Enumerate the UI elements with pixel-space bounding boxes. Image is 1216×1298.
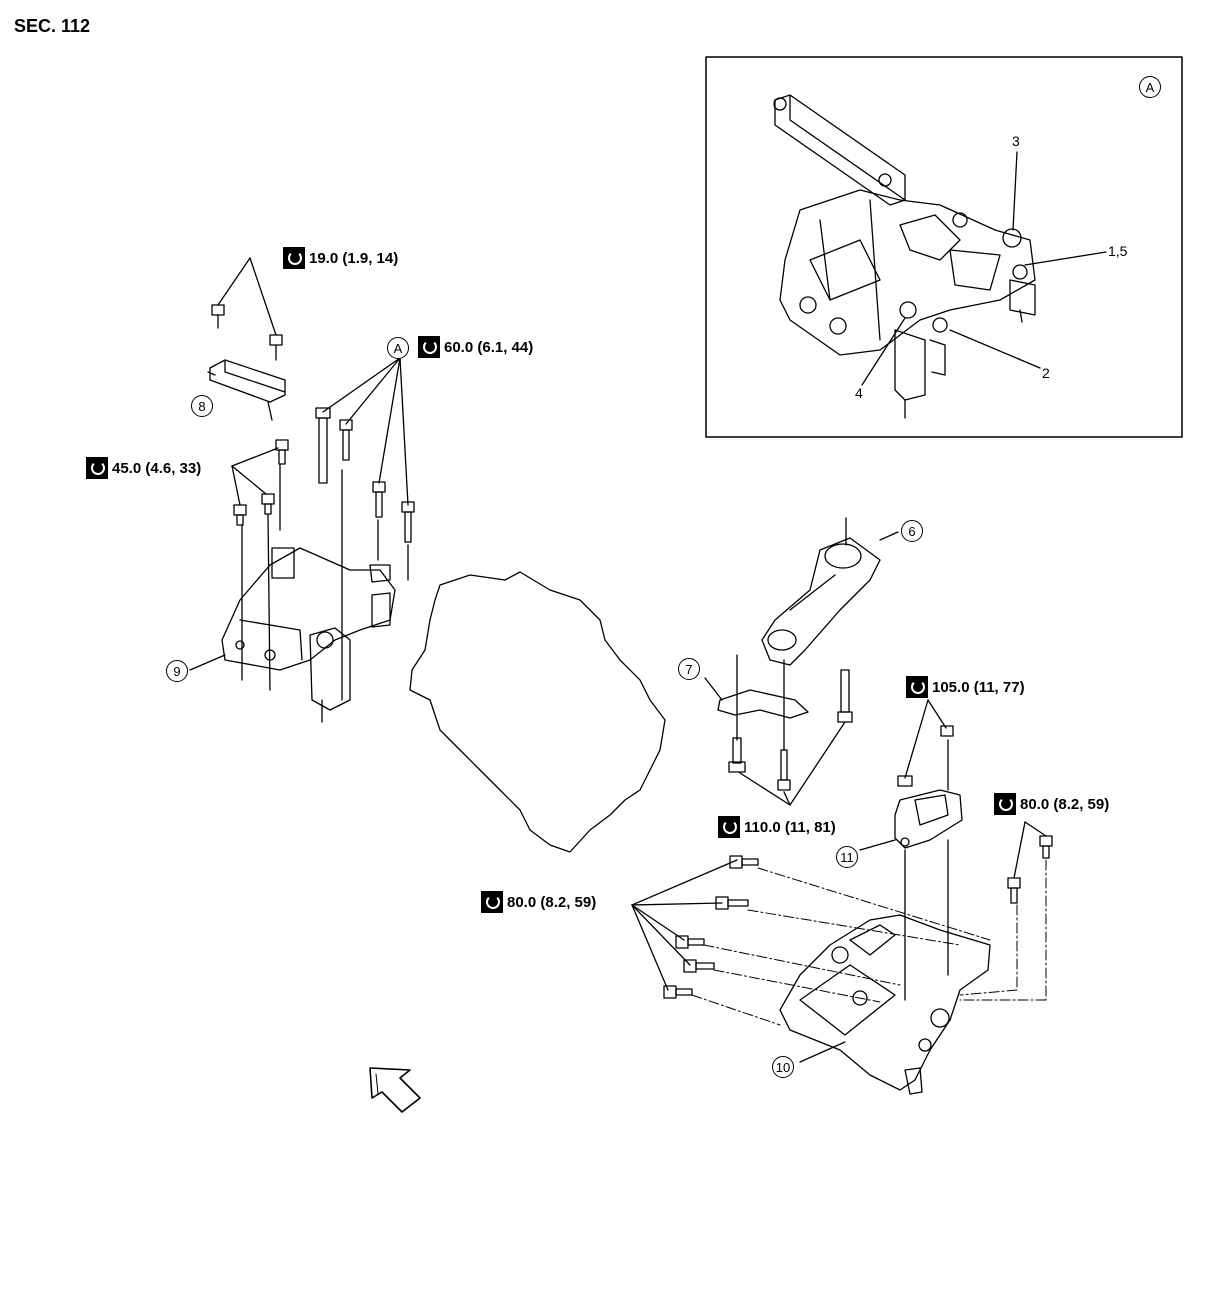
bracket-8 <box>207 257 286 421</box>
section-label: SEC. 112 <box>14 16 91 36</box>
bolts-10 <box>631 821 1053 999</box>
torque-wrench-icon <box>283 247 305 269</box>
engine-outline <box>409 571 666 853</box>
torque-spec-105: 105.0 (11, 77) <box>906 676 1025 698</box>
torque-spec-60: 60.0 (6.1, 44) <box>418 336 533 358</box>
assembly-lines <box>691 859 1047 1026</box>
torque-wrench-icon <box>718 816 740 838</box>
torque-wrench-icon <box>906 676 928 698</box>
mount-9 <box>189 464 409 723</box>
bracket-7 <box>704 654 853 806</box>
torque-rod-6 <box>761 517 899 666</box>
inset-mount-drawing <box>773 94 1036 419</box>
inset-frame <box>705 56 1183 438</box>
inset-id-callout: A <box>1139 76 1161 98</box>
part-callout-6: 6 <box>901 520 923 542</box>
torque-wrench-icon <box>86 457 108 479</box>
part-callout-10: 10 <box>772 1056 794 1078</box>
torque-spec-80-left: 80.0 (8.2, 59) <box>481 891 596 913</box>
mount-11 <box>859 699 963 1001</box>
part-callout-7: 7 <box>678 658 700 680</box>
inset-label-1-5: 1,5 <box>1108 243 1128 259</box>
torque-wrench-icon <box>994 793 1016 815</box>
part-callout-11: 11 <box>836 846 858 868</box>
front-direction-arrow-icon <box>369 1067 421 1113</box>
inset-leaders <box>861 151 1107 386</box>
part-callout-9: 9 <box>166 660 188 682</box>
torque-spec-110: 110.0 (11, 81) <box>718 816 836 838</box>
torque-spec-19: 19.0 (1.9, 14) <box>283 247 398 269</box>
part-callout-8: 8 <box>191 395 213 417</box>
torque-spec-80-right: 80.0 (8.2, 59) <box>994 793 1109 815</box>
torque-wrench-icon <box>418 336 440 358</box>
inset-label-3: 3 <box>1012 133 1020 149</box>
torque-spec-45: 45.0 (4.6, 33) <box>86 457 201 479</box>
mount-bolts-a <box>315 357 415 543</box>
bracket-10 <box>779 914 991 1095</box>
inset-label-2: 2 <box>1042 365 1050 381</box>
torque-wrench-icon <box>481 891 503 913</box>
view-ref-a-callout: A <box>387 337 409 359</box>
inset-label-4: 4 <box>855 385 863 401</box>
bolts-45 <box>231 439 289 526</box>
